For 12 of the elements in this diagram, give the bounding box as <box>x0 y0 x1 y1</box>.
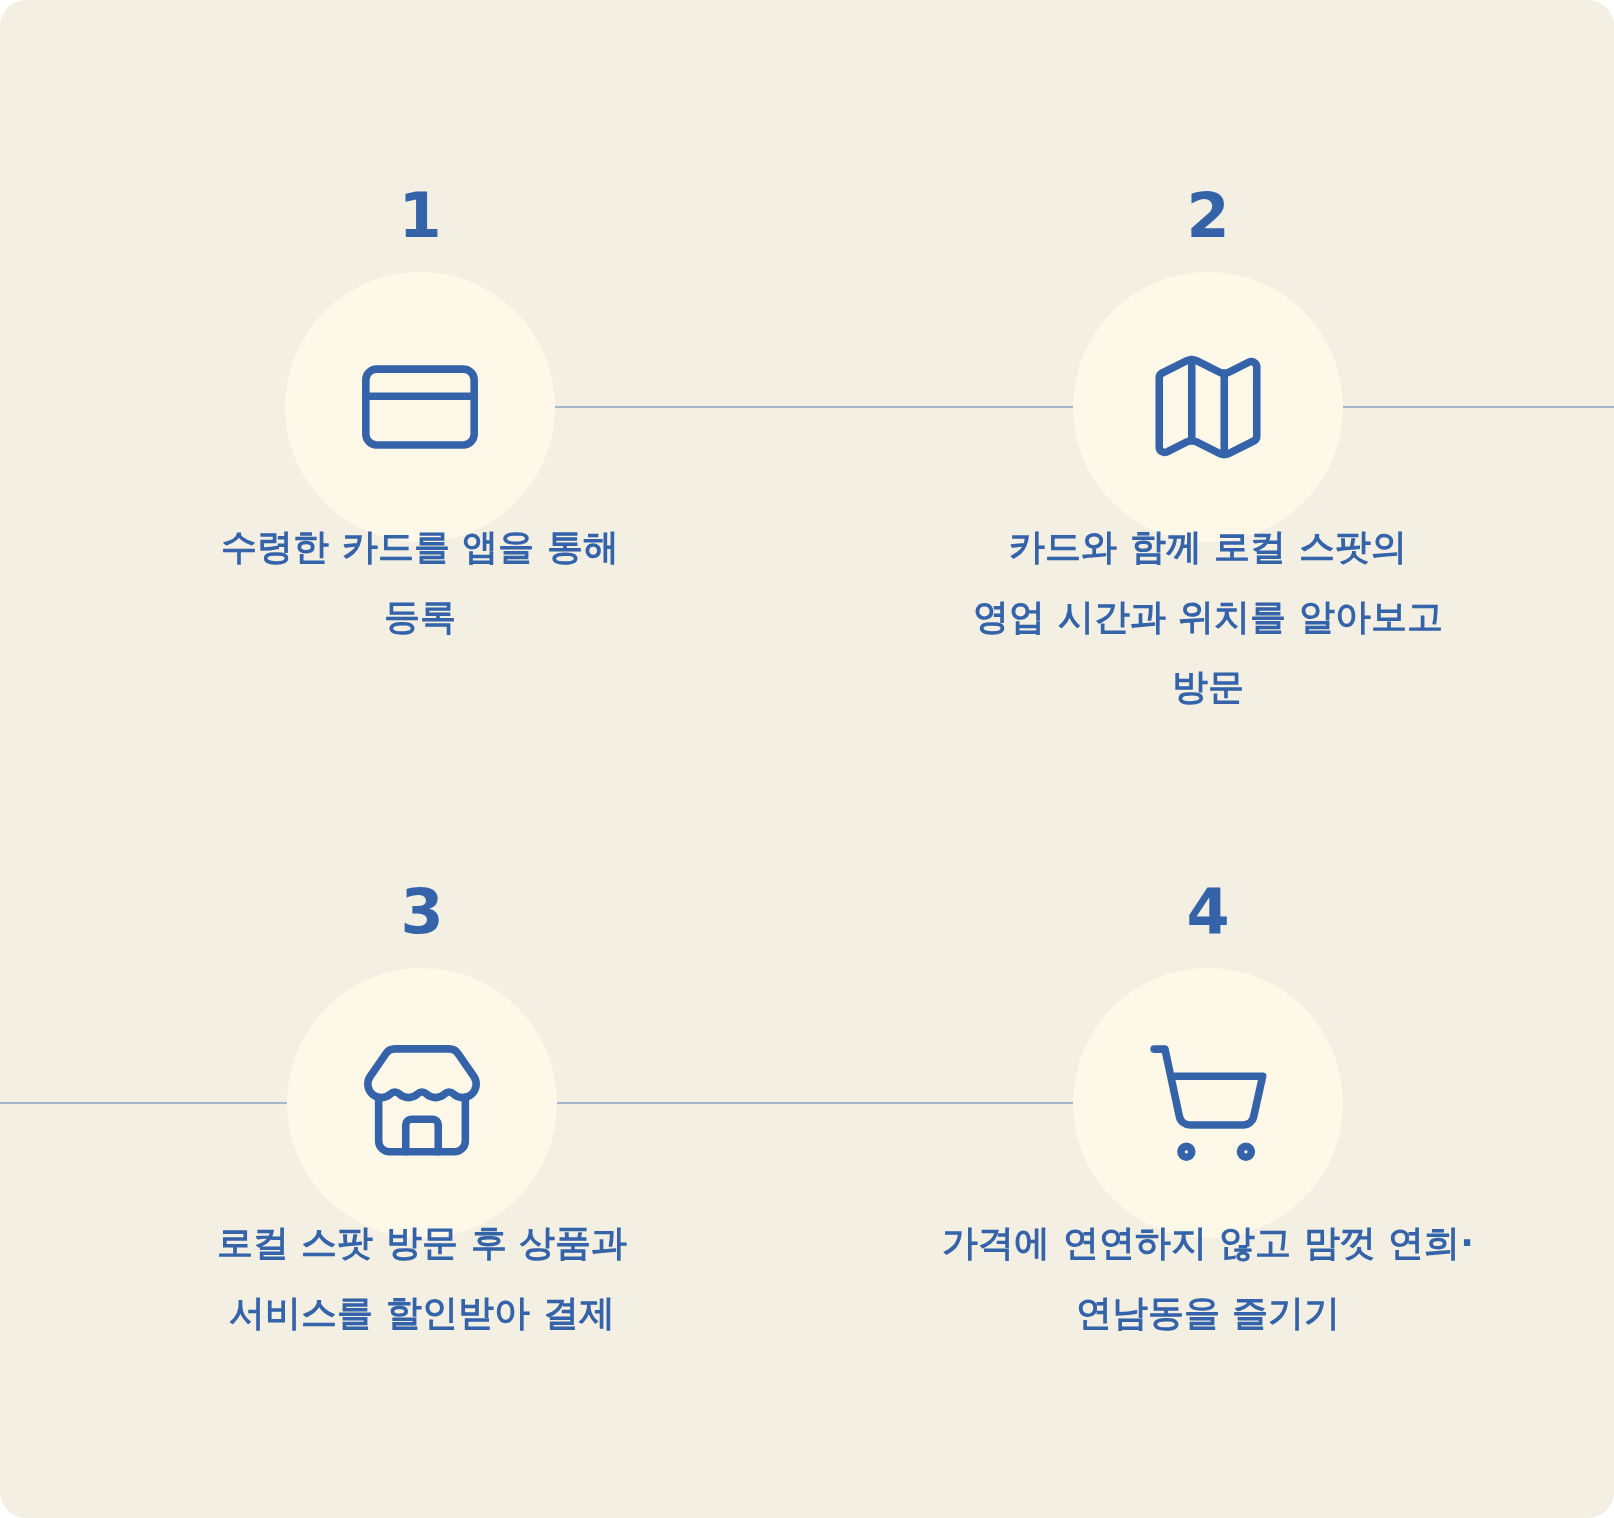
connector-line <box>554 406 1074 408</box>
connector-line <box>556 1102 1074 1104</box>
connector-line <box>0 1102 288 1104</box>
step-number: 1 <box>398 185 442 247</box>
step-description: 수령한 카드를 앱을 통해 등록 <box>220 525 620 639</box>
connector-line <box>1342 406 1614 408</box>
step-number: 4 <box>1186 881 1230 943</box>
step-number: 3 <box>400 881 444 943</box>
step-number: 2 <box>1186 185 1230 247</box>
step-description: 가격에 연연하지 않고 맘껏 연희·연남동을 즐기기 <box>941 1221 1475 1335</box>
step-description: 카드와 함께 로컬 스팟의 영업 시간과 위치를 알아보고 방문 <box>973 525 1443 709</box>
step-description: 로컬 스팟 방문 후 상품과 서비스를 할인받아 결제 <box>215 1221 629 1335</box>
